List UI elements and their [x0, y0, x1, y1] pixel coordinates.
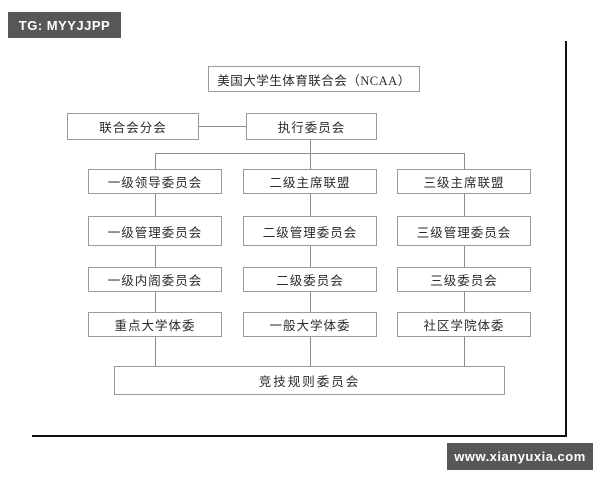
- node-div3-community-college-sports[interactable]: 社区学院体委: [397, 312, 531, 337]
- node-div1-management-committee[interactable]: 一级管理委员会: [88, 216, 222, 246]
- node-federation-branch[interactable]: 联合会分会: [67, 113, 199, 140]
- node-div3-committee[interactable]: 三级委员会: [397, 267, 531, 292]
- connector-distribution-bus: [155, 153, 464, 154]
- node-ncaa-title[interactable]: 美国大学生体育联合会（NCAA）: [208, 66, 420, 92]
- connector-col2-r3-r4: [310, 292, 311, 312]
- node-label: 三级主席联盟: [423, 176, 505, 190]
- node-div1-leadership-committee[interactable]: 一级领导委员会: [88, 169, 222, 194]
- connector-col1-r2-r3: [155, 246, 156, 267]
- connector-col2-r2-r3: [310, 246, 311, 267]
- connector-bus-drop-col1: [155, 153, 156, 169]
- watermark-top-left: TG: MYYJJPP: [8, 12, 121, 38]
- connector-col3-r2-r3: [464, 246, 465, 267]
- node-label: 三级委员会: [430, 274, 498, 288]
- connector-row2-horizontal: [199, 126, 246, 127]
- connector-col3-r4-bottom: [464, 337, 465, 366]
- node-competition-rules-committee[interactable]: 竞技规则委员会: [114, 366, 505, 395]
- watermark-bottom-right: www.xianyuxia.com: [447, 443, 593, 470]
- node-label: 一级管理委员会: [107, 225, 203, 240]
- node-label: 竞技规则委员会: [258, 375, 361, 389]
- node-div3-management-committee[interactable]: 三级管理委员会: [397, 216, 531, 246]
- node-div2-chair-alliance[interactable]: 二级主席联盟: [243, 169, 377, 194]
- node-div3-chair-alliance[interactable]: 三级主席联盟: [397, 169, 531, 194]
- page-frame-bottom-edge: [32, 435, 567, 437]
- node-label: 二级委员会: [276, 274, 344, 288]
- node-label: 社区学院体委: [423, 319, 505, 333]
- node-label: 执行委员会: [277, 121, 346, 135]
- connector-col2-r4-bottom: [310, 337, 311, 366]
- node-div2-management-committee[interactable]: 二级管理委员会: [243, 216, 377, 246]
- node-label: 一级领导委员会: [107, 176, 203, 190]
- node-executive-committee[interactable]: 执行委员会: [246, 113, 377, 140]
- watermark-text: TG: MYYJJPP: [18, 17, 111, 33]
- node-div2-general-university-sports[interactable]: 一般大学体委: [243, 312, 377, 337]
- page-frame-right-edge: [565, 41, 567, 437]
- node-label: 一级内阁委员会: [107, 274, 203, 288]
- node-label: 三级管理委员会: [416, 225, 512, 240]
- connector-exec-to-bus: [310, 140, 311, 153]
- node-div1-cabinet-committee[interactable]: 一级内阁委员会: [88, 267, 222, 292]
- connector-col3-r3-r4: [464, 292, 465, 312]
- node-label: 重点大学体委: [114, 319, 196, 333]
- node-label: 联合会分会: [99, 121, 167, 135]
- node-div1-key-university-sports[interactable]: 重点大学体委: [88, 312, 222, 337]
- node-label: 二级主席联盟: [269, 176, 351, 190]
- connector-col1-r1-r2: [155, 194, 156, 216]
- node-div2-committee[interactable]: 二级委员会: [243, 267, 377, 292]
- node-label: 一般大学体委: [269, 319, 351, 333]
- node-label: 二级管理委员会: [262, 225, 358, 240]
- connector-col1-r4-bottom: [155, 337, 156, 366]
- connector-bus-drop-col2: [310, 153, 311, 169]
- connector-col3-r1-r2: [464, 194, 465, 216]
- watermark-text: www.xianyuxia.com: [454, 449, 586, 464]
- connector-col1-r3-r4: [155, 292, 156, 312]
- connector-bus-drop-col3: [464, 153, 465, 169]
- node-label: 美国大学生体育联合会（NCAA）: [217, 73, 411, 88]
- connector-col2-r1-r2: [310, 194, 311, 216]
